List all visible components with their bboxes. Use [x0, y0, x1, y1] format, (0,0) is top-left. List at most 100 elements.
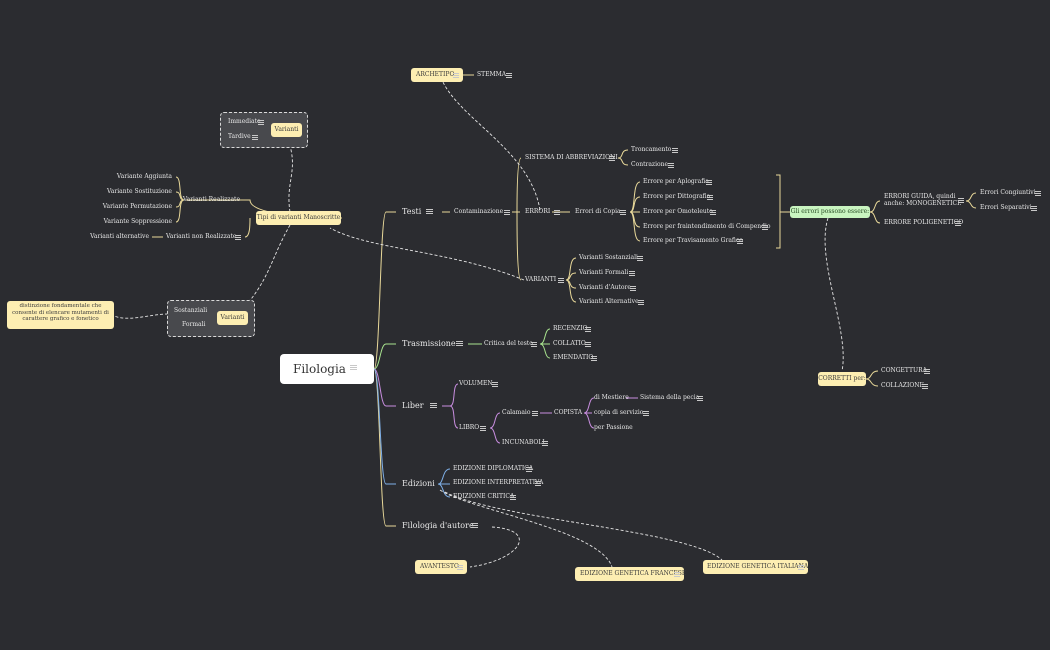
- errore-omoteleuto[interactable]: Errore per Omoteleuto: [643, 208, 713, 215]
- notes-icon[interactable]: [510, 495, 517, 500]
- topic-varianti-non-realizzate[interactable]: Varianti non Realizzate: [166, 233, 237, 240]
- errore-aplografia[interactable]: Errore per Aplografia: [643, 178, 709, 185]
- topic-errori[interactable]: ERRORI: [525, 208, 551, 215]
- notes-icon[interactable]: [798, 565, 805, 570]
- notes-icon[interactable]: [591, 356, 598, 361]
- notes-icon[interactable]: [471, 523, 478, 528]
- branch-liber[interactable]: Liber: [402, 401, 424, 410]
- branch-filologia-autore[interactable]: Filologia d'autore: [402, 521, 474, 530]
- topic-incunaboli[interactable]: INCUNABOLI: [502, 439, 545, 446]
- notes-icon[interactable]: [350, 365, 359, 370]
- notes-icon[interactable]: [542, 441, 549, 446]
- errore-poligenetico[interactable]: ERRORE POLIGENETICO: [884, 219, 964, 226]
- topic-per-passione[interactable]: per Passione: [594, 424, 633, 431]
- varianti-autore[interactable]: Varianti d'Autore: [579, 284, 631, 291]
- topic-stemma[interactable]: STEMMA: [477, 71, 507, 78]
- branch-trasmissione[interactable]: Trasmissione: [402, 339, 456, 348]
- topic-emendatio[interactable]: EMENDATIO: [553, 354, 594, 361]
- variante-sostituzione[interactable]: Variante Sostituzione: [107, 188, 172, 195]
- topic-sistema-abbreviazioni[interactable]: SISTEMA DI ABBREVIAZIONI: [525, 154, 618, 161]
- errori-congiuntivi[interactable]: Errori Congiuntivi: [980, 189, 1036, 196]
- topic-edizione-interpretativa[interactable]: EDIZIONE INTERPRETATIVA: [453, 479, 544, 486]
- notes-icon[interactable]: [629, 271, 636, 276]
- notes-icon[interactable]: [426, 209, 433, 214]
- notes-icon[interactable]: [955, 221, 962, 226]
- topic-genetica-italiana[interactable]: EDIZIONE GENETICA ITALIANA: [703, 560, 808, 574]
- varianti-alternative[interactable]: Varianti Alternative: [579, 298, 639, 305]
- notes-icon[interactable]: [585, 327, 592, 332]
- topic-immediate[interactable]: Immediate: [228, 118, 261, 125]
- topic-varianti-realizzate[interactable]: Varianti Realizzate: [182, 196, 240, 203]
- errore-travisamento[interactable]: Errore per Travisamento Grafico: [643, 237, 743, 244]
- topic-edizione-diplomatica[interactable]: EDIZIONE DIPLOMATICA: [453, 465, 534, 472]
- topic-distinzione[interactable]: distinzione fondamentale che consente di…: [7, 301, 114, 329]
- topic-corretti[interactable]: CORRETTI per:: [818, 372, 866, 386]
- topic-avantesto[interactable]: AVANTESTO: [415, 560, 467, 574]
- topic-tipi-varianti[interactable]: Tipi di varianti Manoscritte: [256, 211, 341, 225]
- topic-contaminazione[interactable]: Contaminazione: [454, 208, 504, 215]
- topic-genetica-francese[interactable]: EDIZIONE GENETICA FRANCESE: [575, 567, 686, 581]
- notes-icon[interactable]: [674, 572, 681, 577]
- topic-collazione[interactable]: COLLAZIONE: [881, 382, 924, 389]
- notes-icon[interactable]: [585, 342, 592, 347]
- notes-icon[interactable]: [504, 210, 511, 215]
- notes-icon[interactable]: [924, 369, 931, 374]
- varianti-formali[interactable]: Varianti Formali: [579, 269, 629, 276]
- notes-icon[interactable]: [710, 210, 717, 215]
- notes-icon[interactable]: [480, 426, 487, 431]
- topic-libro[interactable]: LIBRO: [459, 424, 480, 431]
- notes-icon[interactable]: [638, 300, 645, 305]
- variante-aggiunta[interactable]: Variante Aggiunta: [116, 173, 172, 180]
- topic-troncamento[interactable]: Troncamento: [631, 146, 672, 153]
- notes-icon[interactable]: [620, 210, 627, 215]
- topic-varianti-top[interactable]: Varianti: [271, 123, 302, 137]
- notes-icon[interactable]: [672, 148, 679, 153]
- notes-icon[interactable]: [737, 239, 744, 244]
- notes-icon[interactable]: [258, 120, 265, 125]
- topic-collatio[interactable]: COLLATIO: [553, 340, 586, 347]
- notes-icon[interactable]: [630, 286, 637, 291]
- topic-di-mestiere[interactable]: di Mestiere: [594, 394, 629, 401]
- topic-varianti-bottom[interactable]: Varianti: [217, 311, 248, 325]
- varianti-alternative-left[interactable]: Varianti alternative: [90, 233, 149, 240]
- root-topic-filologia[interactable]: Filologia: [280, 354, 374, 384]
- errore-dittografia[interactable]: Errore per Dittografia: [643, 193, 711, 200]
- notes-icon[interactable]: [531, 342, 538, 347]
- errori-separativi[interactable]: Errori Separativi: [980, 204, 1032, 211]
- topic-archetipo[interactable]: ARCHETIPO: [411, 68, 463, 82]
- topic-edizione-critica[interactable]: EDIZIONE CRITICA: [453, 493, 515, 500]
- topic-tardive[interactable]: Tardive: [228, 133, 251, 140]
- notes-icon[interactable]: [762, 225, 769, 230]
- topic-errori-copia[interactable]: Errori di Copia: [575, 208, 621, 215]
- notes-icon[interactable]: [457, 565, 464, 570]
- topic-copista[interactable]: COPISTA: [554, 409, 583, 416]
- notes-icon[interactable]: [430, 403, 437, 408]
- notes-icon[interactable]: [558, 278, 565, 283]
- notes-icon[interactable]: [643, 411, 650, 416]
- branch-edizioni[interactable]: Edizioni: [402, 479, 435, 488]
- notes-icon[interactable]: [535, 481, 542, 486]
- topic-volumen[interactable]: VOLUMEN: [459, 380, 493, 387]
- variante-soppressione[interactable]: Variante Soppressione: [103, 218, 172, 225]
- notes-icon[interactable]: [609, 156, 616, 161]
- notes-icon[interactable]: [958, 198, 965, 203]
- notes-icon[interactable]: [706, 180, 713, 185]
- notes-icon[interactable]: [453, 73, 460, 78]
- notes-icon[interactable]: [252, 135, 259, 140]
- topic-varianti[interactable]: VARIANTI: [525, 276, 557, 283]
- topic-contrazione[interactable]: Contrazione: [631, 161, 669, 168]
- notes-icon[interactable]: [697, 396, 704, 401]
- notes-icon[interactable]: [668, 163, 675, 168]
- notes-icon[interactable]: [526, 467, 533, 472]
- notes-icon[interactable]: [1031, 206, 1038, 211]
- branch-testi[interactable]: Testi: [402, 207, 422, 216]
- notes-icon[interactable]: [506, 73, 513, 78]
- notes-icon[interactable]: [554, 210, 561, 215]
- notes-icon[interactable]: [1035, 191, 1042, 196]
- notes-icon[interactable]: [532, 411, 539, 416]
- notes-icon[interactable]: [492, 382, 499, 387]
- variante-permutazione[interactable]: Variante Permutazione: [102, 203, 172, 210]
- notes-icon[interactable]: [707, 195, 714, 200]
- topic-recenzio[interactable]: RECENZIO: [553, 325, 588, 332]
